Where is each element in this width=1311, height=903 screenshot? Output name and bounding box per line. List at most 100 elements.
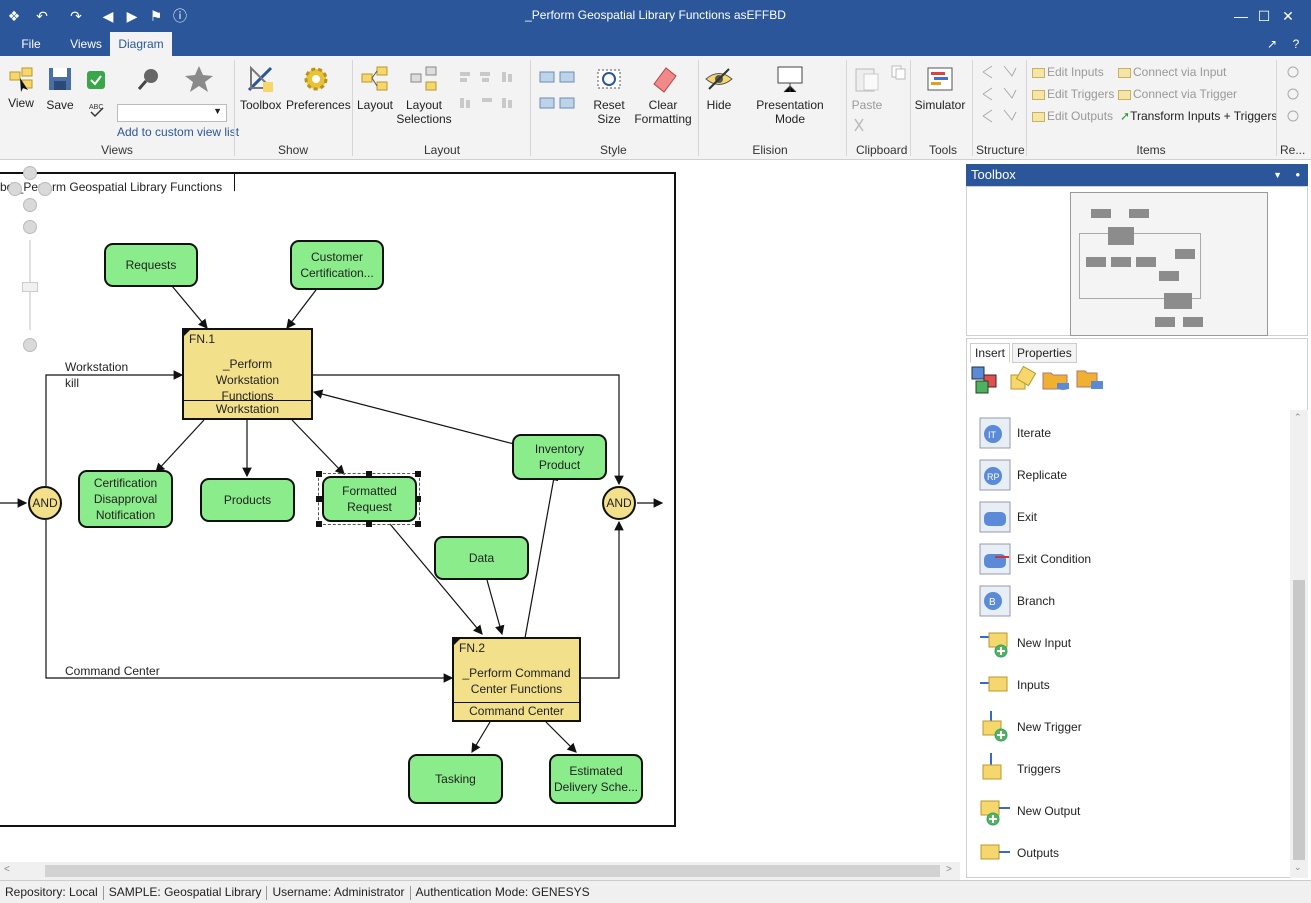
vertical-scrollbar[interactable]: ⌃ ⌄ (1290, 410, 1308, 878)
check-icon[interactable] (86, 70, 106, 90)
toolbox-item-new-input[interactable]: New Input (979, 627, 1279, 661)
item-products[interactable]: Products (200, 478, 295, 522)
transform-button[interactable]: ➚Transform Inputs + Triggers (1120, 109, 1277, 123)
diagram-canvas[interactable]: bd _Perform Geospatial Library Functions (0, 162, 960, 862)
toolbox-item-exit-condition[interactable]: Exit Condition (979, 543, 1279, 577)
view-button[interactable]: View (4, 62, 38, 110)
scroll-right-icon[interactable]: > (946, 864, 952, 875)
horizontal-scrollbar[interactable]: < > (0, 862, 960, 880)
toolbox-item-triggers[interactable]: Triggers (979, 753, 1279, 787)
diagram-frame (0, 172, 676, 827)
toolbox-item-new-output[interactable]: New Output (979, 795, 1279, 829)
flag-icon[interactable]: ⚑ (149, 8, 163, 24)
layout-button[interactable]: Layout (356, 64, 394, 112)
pan-left-button[interactable] (8, 182, 22, 196)
pin-icon[interactable]: • (1295, 167, 1300, 182)
minimize-button[interactable]: — (1234, 8, 1248, 24)
tab-diagram[interactable]: Diagram (110, 32, 172, 56)
and-node-left[interactable]: AND (28, 486, 62, 520)
scrollbar-thumb[interactable] (1293, 580, 1305, 860)
preferences-button[interactable]: Preferences (286, 64, 351, 112)
redo-icon[interactable]: ↷ (70, 8, 82, 24)
edit-outputs-button[interactable]: Edit Outputs (1032, 109, 1113, 123)
tab-file[interactable]: File (21, 37, 41, 51)
paste-button[interactable]: Paste (850, 64, 884, 112)
reset-size-button[interactable]: Reset Size (590, 64, 628, 126)
item-formatted-request[interactable]: Formatted Request (322, 476, 417, 522)
pan-up-button[interactable] (23, 166, 37, 180)
pan-down-button[interactable] (23, 198, 37, 212)
zoom-out-button[interactable] (23, 338, 37, 352)
item-requests[interactable]: Requests (104, 243, 198, 287)
help-icon[interactable]: ? (1292, 37, 1300, 51)
toolbox-item-replicate[interactable]: RP Replicate (979, 459, 1279, 493)
tab-insert[interactable]: Insert (970, 343, 1011, 363)
zoom-in-button[interactable] (23, 220, 37, 234)
resize-handle[interactable] (316, 521, 322, 527)
help-circle-icon[interactable]: ⓘ (173, 8, 187, 24)
resize-handle[interactable] (415, 471, 421, 477)
add-custom-view-link[interactable]: Add to custom view list (117, 125, 240, 139)
connect-via-trigger-button[interactable]: Connect via Trigger (1118, 87, 1237, 101)
resize-handle[interactable] (415, 521, 421, 527)
pin-icon[interactable]: ↗ (1266, 37, 1278, 51)
toolbox-button[interactable]: Toolbox (240, 64, 281, 112)
category-structures-icon[interactable] (970, 365, 1000, 395)
simulator-button[interactable]: Simulator (914, 64, 966, 112)
edit-inputs-button[interactable]: Edit Inputs (1032, 65, 1104, 79)
category-folder-db2-icon[interactable] (1075, 365, 1105, 395)
resize-handle[interactable] (316, 471, 322, 477)
category-items-icon[interactable] (1007, 365, 1037, 395)
diagram-overview[interactable] (966, 186, 1308, 336)
forward-icon[interactable]: ▶ (126, 8, 138, 24)
scroll-left-icon[interactable]: < (4, 864, 10, 875)
clear-formatting-button[interactable]: Clear Formatting (634, 64, 692, 126)
app-logo-icon[interactable]: ❖ (7, 8, 21, 24)
item-certification-disapproval[interactable]: Certification Disapproval Notification (78, 470, 173, 528)
save-button[interactable]: Save (44, 64, 76, 112)
scroll-up-icon[interactable]: ⌃ (1294, 412, 1302, 422)
close-button[interactable]: ✕ (1282, 8, 1294, 24)
hide-button[interactable]: Hide (702, 64, 736, 112)
and-node-right[interactable]: AND (602, 486, 636, 520)
scrollbar-thumb[interactable] (45, 865, 940, 877)
spelling-icon[interactable]: ABC (88, 100, 106, 118)
back-icon[interactable]: ◀ (102, 8, 114, 24)
star-icon[interactable] (184, 64, 214, 94)
resize-handle[interactable] (415, 496, 421, 502)
layout-selections-label: Layout Selections (396, 98, 452, 126)
item-tasking[interactable]: Tasking (408, 754, 503, 804)
tab-properties[interactable]: Properties (1012, 343, 1077, 363)
cut-icon[interactable] (852, 118, 866, 132)
scroll-down-icon[interactable]: ⌄ (1294, 862, 1302, 872)
resize-handle[interactable] (366, 471, 372, 477)
toolbox-item-branch[interactable]: B Branch (979, 585, 1279, 619)
function-fn1[interactable]: FN.1 _Perform Workstation Functions Work… (182, 328, 313, 420)
undo-icon[interactable]: ↶ (36, 8, 48, 24)
toolbox-item-exit[interactable]: Exit (979, 501, 1279, 535)
resize-handle[interactable] (316, 496, 322, 502)
pan-right-button[interactable] (38, 182, 52, 196)
connect-via-input-button[interactable]: Connect via Input (1118, 65, 1226, 79)
category-folder-db-icon[interactable] (1041, 365, 1071, 395)
item-inventory-product[interactable]: Inventory Product (512, 434, 607, 480)
copy-icon[interactable] (890, 64, 906, 80)
item-data[interactable]: Data (434, 536, 529, 580)
presentation-mode-button[interactable]: Presentation Mode (740, 64, 840, 126)
toolbox-item-new-trigger[interactable]: New Trigger (979, 711, 1279, 745)
tab-views[interactable]: Views (70, 37, 102, 51)
edit-triggers-button[interactable]: Edit Triggers (1032, 87, 1114, 101)
resize-handle[interactable] (366, 521, 372, 527)
zoom-slider-thumb[interactable] (22, 282, 38, 292)
pushpin-icon[interactable] (136, 66, 162, 92)
maximize-button[interactable]: ☐ (1257, 8, 1271, 24)
toolbox-item-inputs[interactable]: Inputs (979, 669, 1279, 703)
function-fn2[interactable]: FN.2 _Perform Command Center Functions C… (452, 637, 581, 722)
item-customer-certification[interactable]: Customer Certification... (290, 240, 384, 290)
layout-selections-button[interactable]: Layout Selections (396, 64, 452, 126)
custom-view-dropdown[interactable]: ▼ (117, 104, 227, 122)
dropdown-icon[interactable]: ▼ (1273, 170, 1282, 180)
toolbox-item-iterate[interactable]: IT Iterate (979, 417, 1279, 451)
item-estimated-delivery[interactable]: Estimated Delivery Sche... (549, 754, 643, 804)
toolbox-item-outputs[interactable]: Outputs (979, 837, 1279, 871)
